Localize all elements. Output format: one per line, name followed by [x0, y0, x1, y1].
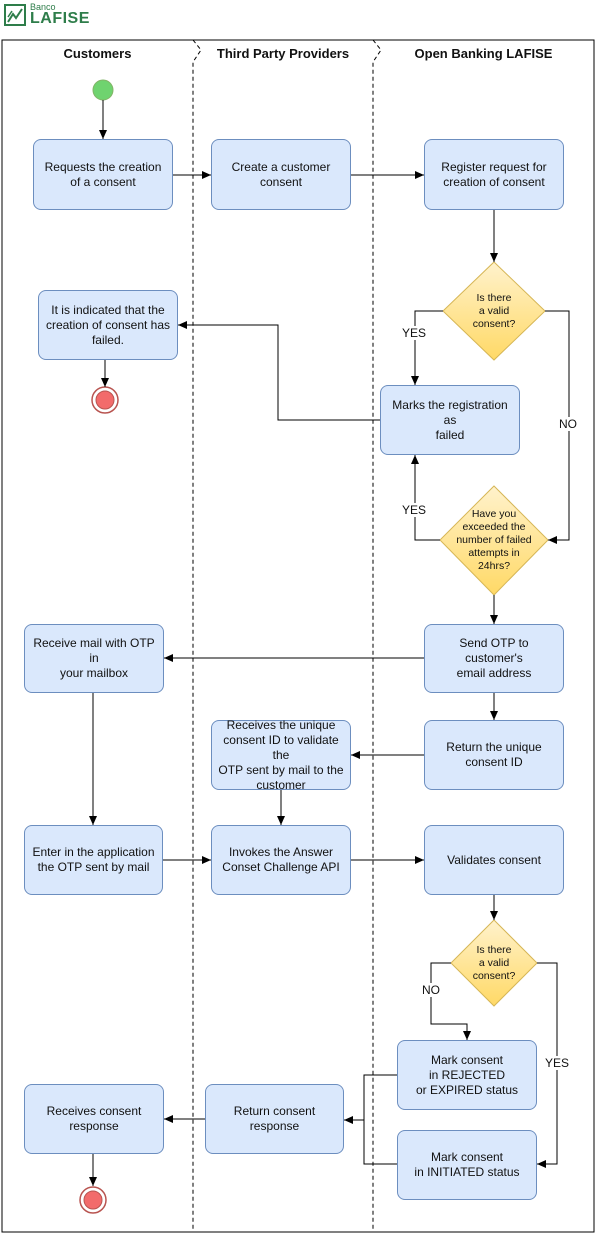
edge-decision1-yes — [411, 310, 443, 385]
end-node-2 — [79, 1186, 107, 1214]
end-node-1 — [91, 386, 119, 414]
lane-title-customers: Customers — [63, 46, 132, 61]
node-register-request: Register request for creation of consent — [424, 139, 564, 210]
pool-border — [1, 39, 595, 1233]
node-mark-rejected: Mark consent in REJECTED or EXPIRED stat… — [397, 1040, 537, 1110]
edge-label-yes-3: YES — [545, 1056, 570, 1070]
node-receives-response: Receives consent response — [24, 1084, 164, 1154]
node-creation-failed: It is indicated that the creation of con… — [38, 290, 178, 360]
lane-divider-1 — [192, 39, 202, 1232]
node-mark-initiated: Mark consent in INITIATED status — [397, 1130, 537, 1200]
start-node — [92, 79, 114, 101]
decision-valid-consent-2 — [450, 919, 538, 1007]
logo-small-text: Banco — [30, 2, 56, 12]
node-requests-creation: Requests the creation of a consent — [33, 139, 173, 210]
banco-lafise-logo: Banco LAFISE — [2, 2, 89, 28]
node-receive-mail: Receive mail with OTP in your mailbox — [24, 624, 164, 693]
node-create-customer-consent: Create a customer consent — [211, 139, 351, 210]
edge-label-no-2: NO — [422, 983, 440, 997]
lane-title-open-banking: Open Banking LAFISE — [414, 46, 553, 61]
decision-label-valid-consent-2: Is there a valid consent? — [472, 943, 516, 982]
edge-rejected-to-response — [344, 1074, 397, 1165]
node-enter-otp: Enter in the application the OTP sent by… — [24, 825, 163, 895]
node-marks-failed: Marks the registration as failed — [380, 385, 520, 455]
node-return-unique-id: Return the unique consent ID — [424, 720, 564, 790]
edge-label-yes-1: YES — [402, 326, 427, 340]
edge-decision2-no — [430, 962, 471, 1040]
decision-valid-consent-1 — [442, 261, 546, 361]
node-return-response: Return consent response — [205, 1084, 344, 1154]
logo-big-text: LAFISE — [30, 10, 90, 27]
lane-divider-2 — [372, 39, 382, 1232]
decision-label-valid-consent-1: Is there a valid consent? — [472, 291, 516, 330]
node-receives-unique-id: Receives the unique consent ID to valida… — [211, 718, 351, 792]
node-validates-consent: Validates consent — [424, 825, 564, 895]
node-send-otp: Send OTP to customer's email address — [424, 624, 564, 693]
node-invokes-api: Invokes the Answer Conset Challenge API — [211, 825, 351, 895]
edge-marks-to-failed — [178, 321, 380, 421]
edge-exceeded-yes — [411, 455, 440, 541]
edge-label-yes-2: YES — [402, 503, 427, 517]
decision-label-exceeded-attempts: Have you exceeded the number of failed a… — [456, 507, 532, 572]
lane-title-tpp: Third Party Providers — [216, 46, 350, 61]
edge-label-no-1: NO — [559, 417, 577, 431]
logo-mark-icon — [4, 4, 26, 26]
